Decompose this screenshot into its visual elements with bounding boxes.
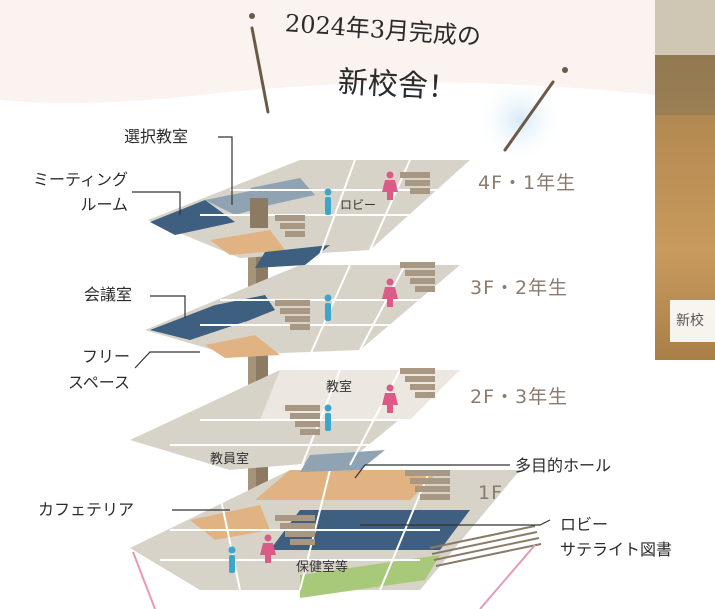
female-icon — [260, 534, 276, 563]
floor-4f — [148, 159, 470, 268]
floor-label-1f: 1F — [478, 482, 504, 504]
restroom-icons — [228, 171, 398, 573]
classroom-photo — [655, 0, 715, 360]
floor-label-2f: 2F・3年生 — [470, 386, 569, 408]
leader-lines — [132, 136, 551, 526]
floor-label-3f: 3F・2年生 — [470, 277, 569, 299]
sky-glow — [475, 75, 565, 165]
headline-line-right — [503, 80, 555, 152]
label-health-room: 保健室等 — [296, 560, 349, 575]
floor-label-4f: 4F・1年生 — [478, 172, 577, 194]
label-lobby-1f: ロビー — [560, 515, 609, 534]
label-satellite-library: サテライト図書 — [560, 540, 673, 559]
label-free-space-1: フリー — [81, 347, 130, 366]
label-classroom: 教室 — [326, 380, 353, 395]
floor-2f — [130, 368, 460, 472]
label-conference-room: 会議室 — [84, 285, 133, 304]
label-staff-room: 教員室 — [210, 452, 250, 467]
label-meeting-room-1: ミーティング — [32, 170, 128, 189]
female-icon — [382, 278, 398, 307]
headline-line-left — [250, 26, 270, 114]
label-free-space-2: スペース — [67, 373, 130, 392]
label-cafeteria: カフェテリア — [38, 500, 135, 519]
outline-left — [132, 551, 156, 609]
headline-line-2: 新校舎！ — [336, 64, 459, 107]
photo-caption: 新校 — [676, 313, 704, 329]
floor-3f — [145, 262, 460, 358]
column-top — [250, 198, 268, 228]
male-icon — [324, 294, 332, 321]
headline-dot-left — [249, 13, 255, 19]
stairs-outside — [429, 525, 542, 567]
outline-right — [479, 544, 536, 609]
male-icon — [228, 546, 236, 573]
stairs-4f — [275, 172, 430, 237]
background-wave — [0, 0, 655, 104]
label-meeting-room-2: ルーム — [80, 195, 128, 214]
stairs-2f — [285, 368, 435, 435]
female-icon — [382, 171, 398, 200]
floor-1f — [130, 469, 542, 609]
stairs-1f — [275, 470, 450, 545]
male-icon — [324, 404, 332, 431]
stairs-3f — [275, 262, 435, 330]
male-icon — [324, 188, 332, 215]
label-multipurpose-hall: 多目的ホール — [515, 456, 612, 475]
label-elective-room: 選択教室 — [124, 127, 189, 146]
female-icon — [382, 384, 398, 413]
label-lobby-4f: ロビー — [340, 198, 377, 212]
headline-dot-right — [562, 67, 568, 73]
